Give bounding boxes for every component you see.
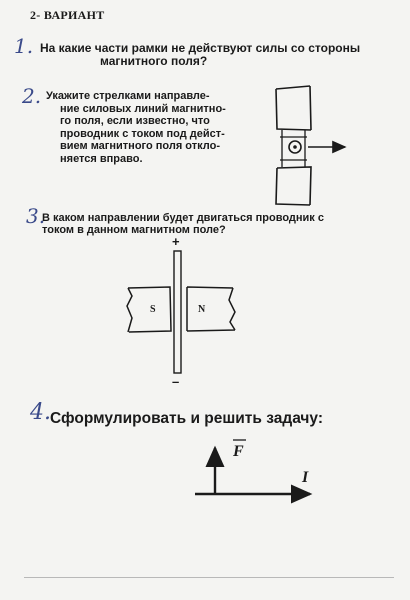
question-4-number: 4. (30, 400, 51, 425)
question-3-text: В каком направлении будет двигаться пров… (42, 212, 382, 236)
question-1-number: 1. (14, 34, 34, 58)
question-2-text: Укажите стрелками направле- ние силовых … (46, 90, 256, 165)
q2-lower-pole (275, 166, 312, 206)
question-2-line-6: няется вправо. (60, 152, 143, 165)
q2-wire-circle (288, 140, 302, 154)
q2-gap-frame (280, 130, 307, 167)
question-2-line-1: Укажите стрелками направле- (46, 90, 210, 102)
question-3-figure (126, 250, 236, 374)
q3-plus-sign: + (172, 234, 180, 249)
question-2-figure (275, 85, 347, 206)
q3-minus-sign: – (172, 374, 179, 389)
q2-wire-dot (293, 145, 297, 149)
q3-left-pole (126, 286, 172, 333)
question-4-figure (195, 439, 313, 504)
q3-right-pole-label: N (198, 304, 206, 315)
question-4-text: Сформулировать и решить задачу: (50, 410, 324, 427)
q3-conductor (173, 250, 182, 374)
variant-title: 2- ВАРИАНТ (30, 8, 105, 22)
q4-force-label: F (232, 443, 244, 460)
question-3-line-2: током в данном магнитном поле? (42, 224, 226, 236)
q3-left-pole-label: S (150, 304, 156, 315)
question-2-line-4: проводник с током под дейст- (60, 127, 225, 140)
q3-right-pole (186, 286, 236, 332)
question-2-line-2: ние силовых линий магнитно- (60, 102, 226, 115)
question-2-number: 2. (22, 84, 42, 108)
page-bottom-rule (24, 577, 394, 578)
q2-upper-pole (275, 85, 312, 131)
question-2-line-5: вием магнитного поля откло- (60, 140, 220, 152)
question-3-number: 3. (26, 204, 46, 228)
question-2-line-3: го поля, если известно, что (60, 115, 210, 127)
question-1-line-2: магнитного поля? (100, 54, 208, 68)
question-1-text: На какие части рамки не действуют силы с… (40, 42, 390, 68)
question-1-line-1: На какие части рамки не действуют силы с… (40, 41, 361, 55)
q4-current-label: I (301, 469, 309, 486)
question-3-line-1: В каком направлении будет двигаться пров… (42, 212, 324, 224)
